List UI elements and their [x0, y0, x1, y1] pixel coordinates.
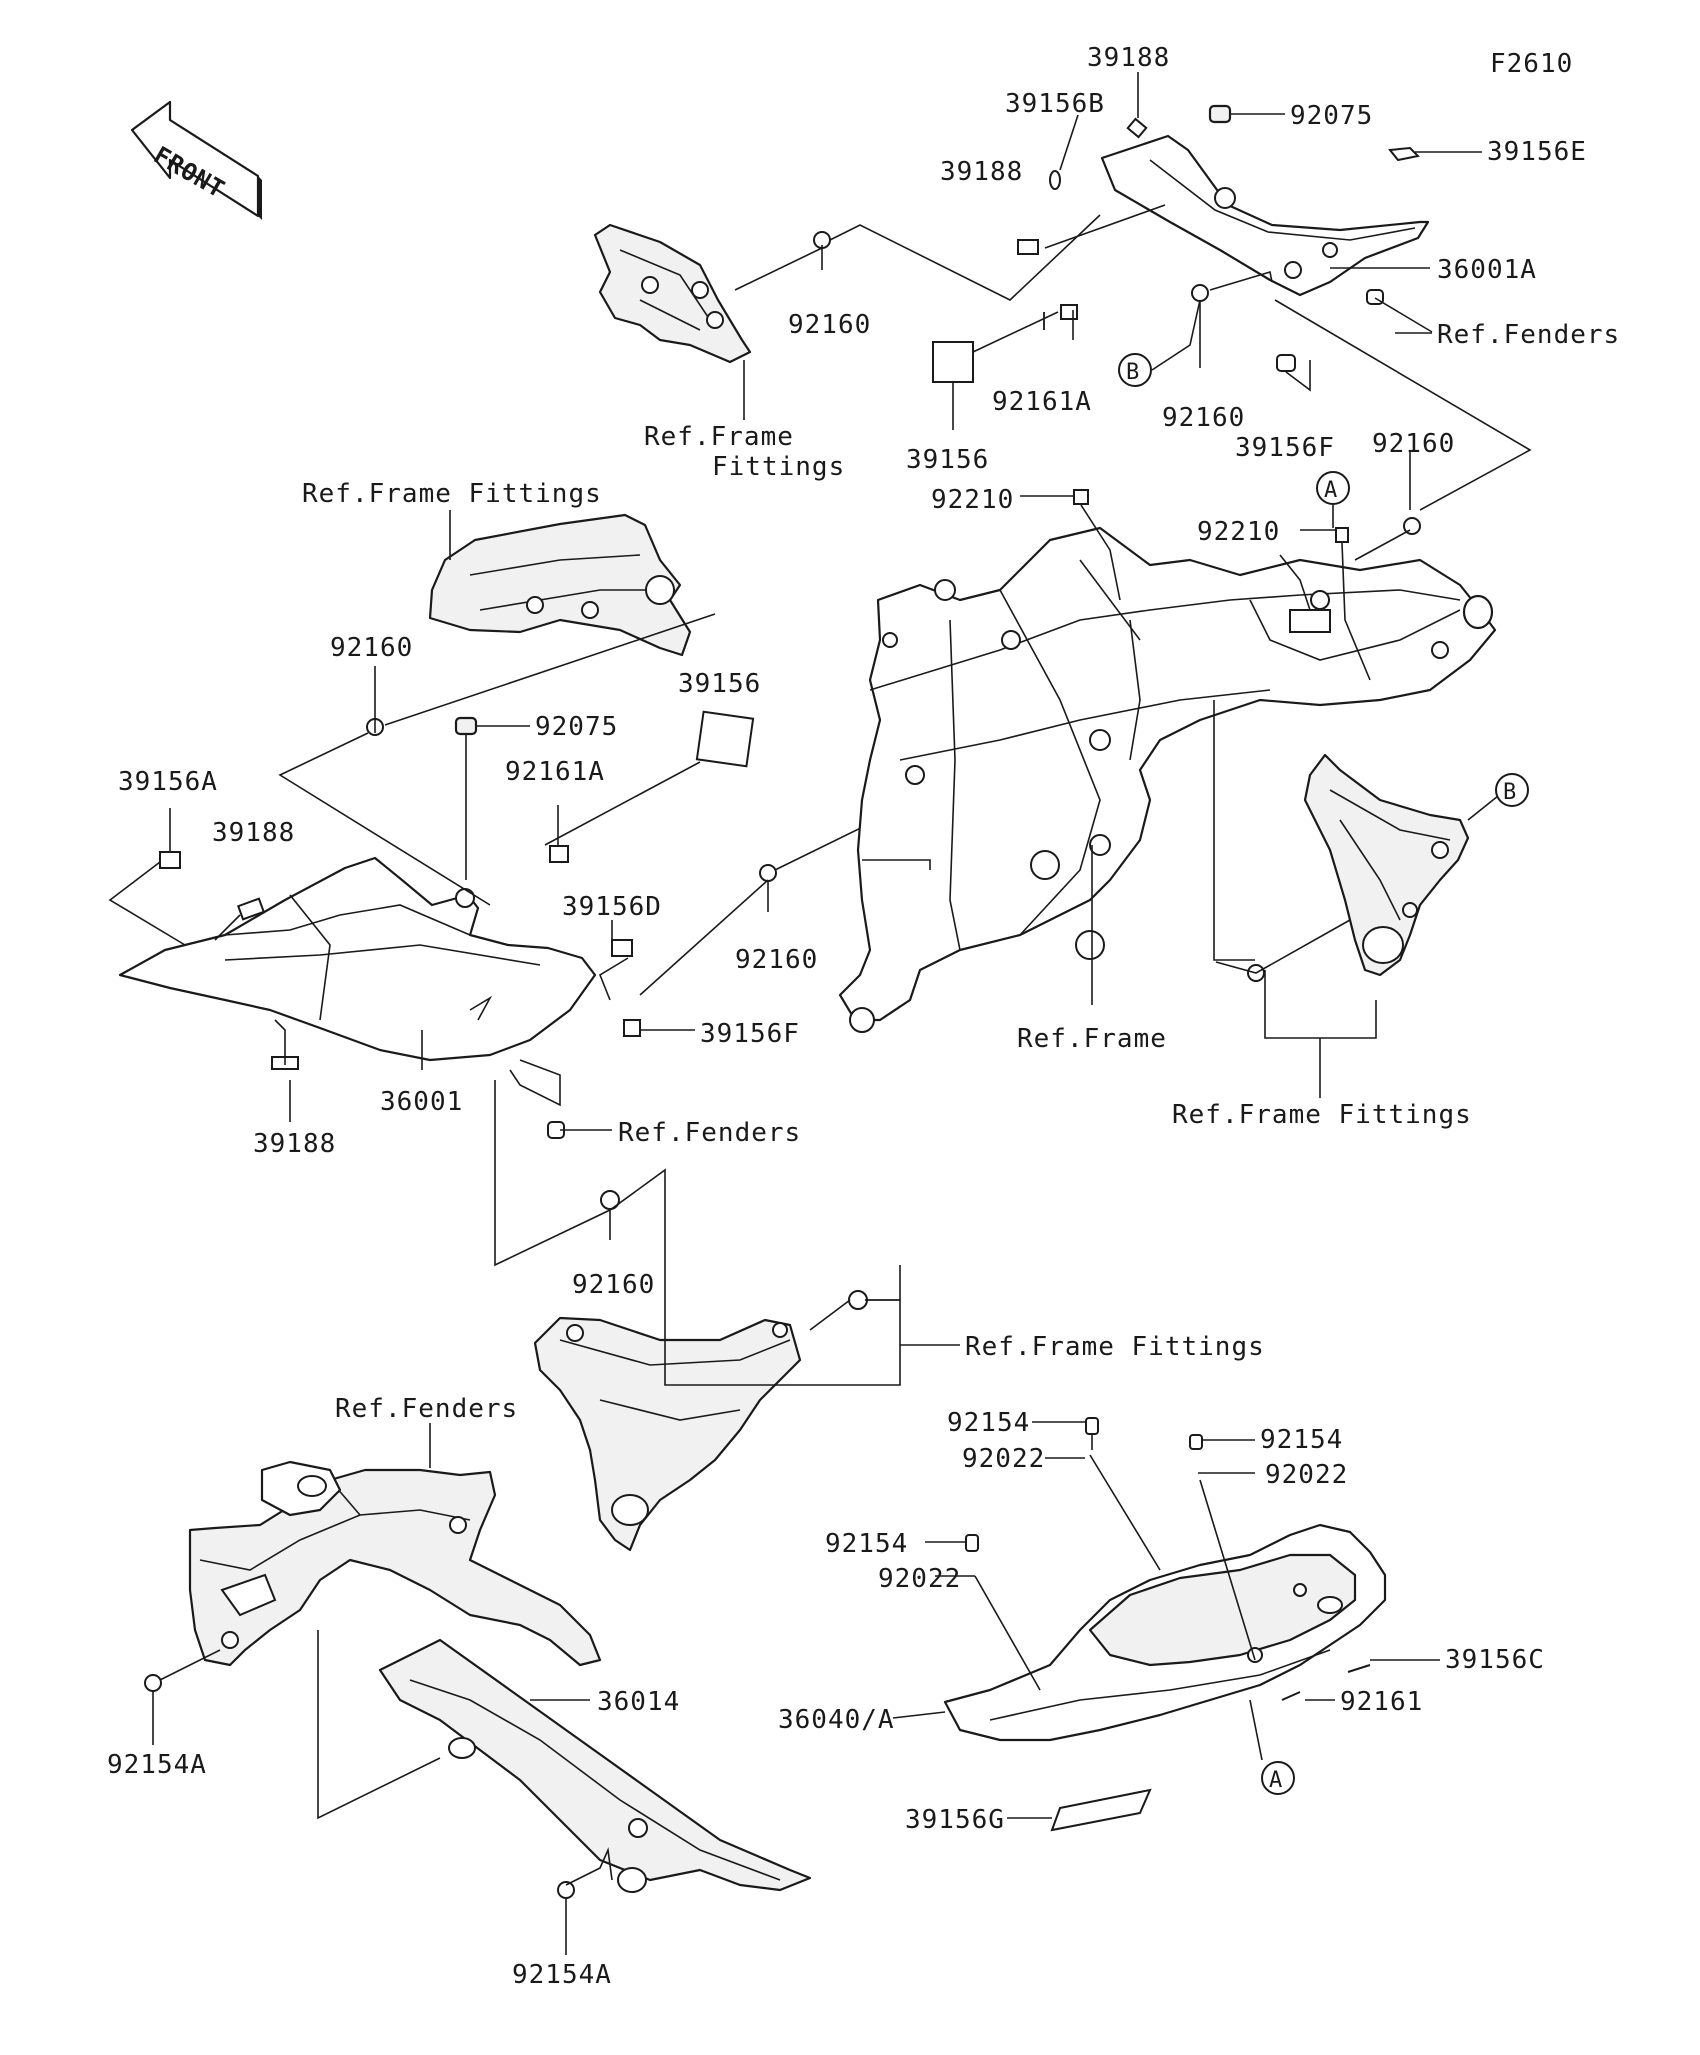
part-ref-frame-fittings-left — [428, 513, 692, 657]
part-ref-frame-fittings-right — [1303, 753, 1470, 977]
label-92075-top: 92075 — [1290, 101, 1373, 131]
part-ref-frame-fittings-top — [593, 223, 752, 364]
label-39156-l: 39156 — [678, 669, 761, 699]
label-92210-b: 92210 — [1197, 517, 1280, 547]
circle-marker-a-bottom: A — [1261, 1761, 1295, 1795]
label-92161A-l: 92161A — [505, 757, 605, 787]
label-39188-mid: 39188 — [940, 157, 1023, 187]
label-39188-b: 39188 — [253, 1129, 336, 1159]
label-92160-low: 92160 — [572, 1270, 655, 1300]
label-92022-c: 92022 — [878, 1564, 961, 1594]
part-39156-l — [695, 710, 755, 768]
figure-code: F2610 — [1490, 49, 1573, 79]
part-36001A — [1100, 134, 1430, 297]
part-92160-low-r — [848, 1290, 868, 1310]
part-39156B — [1049, 170, 1061, 190]
label-92154-b: 92154 — [1260, 1425, 1343, 1455]
part-36040A — [943, 1523, 1387, 1742]
part-92160-b — [1191, 284, 1209, 302]
part-92154-b — [1189, 1434, 1203, 1450]
part-39156-top — [932, 341, 974, 383]
label-92154-a: 92154 — [947, 1408, 1030, 1438]
label-92160-l: 92160 — [330, 633, 413, 663]
label-92022-b: 92022 — [1265, 1460, 1348, 1490]
part-36014 — [378, 1638, 812, 1893]
label-39188-l: 39188 — [212, 818, 295, 848]
part-92075-top — [1208, 104, 1232, 124]
label-39156A: 39156A — [118, 767, 218, 797]
label-92160-tl: 92160 — [788, 310, 871, 340]
part-92161A-l — [549, 845, 569, 863]
part-92075-l — [454, 716, 478, 736]
part-92160-m — [759, 864, 777, 882]
part-92210-b — [1335, 527, 1349, 543]
label-92161A-top: 92161A — [992, 387, 1092, 417]
part-92154-a — [1085, 1417, 1099, 1435]
part-92154A-l — [144, 1674, 162, 1692]
label-39156E: 39156E — [1487, 137, 1587, 167]
part-36001 — [118, 856, 597, 1062]
label-92210-a: 92210 — [931, 485, 1014, 515]
part-92160-low — [600, 1190, 620, 1210]
part-39188-top — [1126, 117, 1148, 139]
part-39156F-top — [1276, 354, 1296, 372]
label-92160-m: 92160 — [735, 945, 818, 975]
label-92160-b: 92160 — [1162, 403, 1245, 433]
part-39156G — [1050, 1788, 1152, 1832]
label-39156F-l: 39156F — [700, 1019, 800, 1049]
part-92154-c — [965, 1534, 979, 1552]
label-ref-frame-fittings-r: Ref.Frame Fittings — [1172, 1100, 1472, 1130]
circle-marker-b-top: B — [1118, 353, 1152, 387]
label-ref-fenders-top: Ref.Fenders — [1437, 320, 1620, 350]
part-92210-a — [1073, 489, 1089, 505]
part-ref-fenders-bl — [188, 1460, 602, 1667]
label-36040A: 36040/A — [778, 1705, 895, 1735]
label-ref-frame-fittings-l: Ref.Frame Fittings — [302, 479, 602, 509]
part-ref-frame — [838, 526, 1497, 1033]
part-39156C — [1347, 1664, 1371, 1673]
part-39188-mid — [1017, 239, 1039, 255]
part-ref-frame-fittings-lower — [533, 1316, 802, 1552]
label-39188-top: 39188 — [1087, 43, 1170, 73]
svg-text:A: A — [1324, 478, 1338, 503]
svg-text:B: B — [1503, 780, 1517, 805]
label-39156C: 39156C — [1445, 1645, 1545, 1675]
label-39156D: 39156D — [562, 892, 662, 922]
svg-text:B: B — [1126, 360, 1140, 385]
svg-text:A: A — [1269, 1768, 1283, 1793]
label-ref-frame-fittings-low: Ref.Frame Fittings — [965, 1332, 1265, 1362]
label-39156F-top: 39156F — [1235, 433, 1335, 463]
label-92022-a: 92022 — [962, 1444, 1045, 1474]
part-39156A — [159, 851, 181, 869]
label-ref-frame: Ref.Frame — [1017, 1024, 1167, 1054]
label-ref-frame-fittings-tl-2: Fittings — [712, 452, 845, 482]
part-39188-l — [236, 897, 266, 921]
label-92160-r: 92160 — [1372, 429, 1455, 459]
circle-marker-a-top: A — [1316, 471, 1350, 505]
label-92154A-b: 92154A — [512, 1960, 612, 1990]
part-92161 — [1281, 1691, 1301, 1701]
front-arrow-icon: FRONT — [130, 100, 262, 220]
part-39156F-l — [623, 1019, 641, 1037]
part-39156E — [1388, 146, 1421, 162]
part-92160-r — [1403, 517, 1421, 535]
label-39156B: 39156B — [1005, 89, 1105, 119]
label-ref-fenders-l: Ref.Fenders — [618, 1118, 801, 1148]
label-36001A: 36001A — [1437, 255, 1537, 285]
label-92161: 92161 — [1340, 1687, 1423, 1717]
circle-marker-b-right: B — [1495, 773, 1529, 807]
label-92154A-l: 92154A — [107, 1750, 207, 1780]
label-92075-l: 92075 — [535, 712, 618, 742]
label-ref-fenders-bl: Ref.Fenders — [335, 1394, 518, 1424]
label-39156G: 39156G — [905, 1805, 1005, 1835]
part-39156D — [611, 939, 633, 957]
label-39156-top: 39156 — [906, 445, 989, 475]
label-36014: 36014 — [597, 1687, 680, 1717]
label-ref-frame-fittings-tl-1: Ref.Frame — [644, 422, 794, 452]
label-92154-c: 92154 — [825, 1529, 908, 1559]
label-36001: 36001 — [380, 1087, 463, 1117]
part-92161A-top — [1060, 304, 1078, 320]
